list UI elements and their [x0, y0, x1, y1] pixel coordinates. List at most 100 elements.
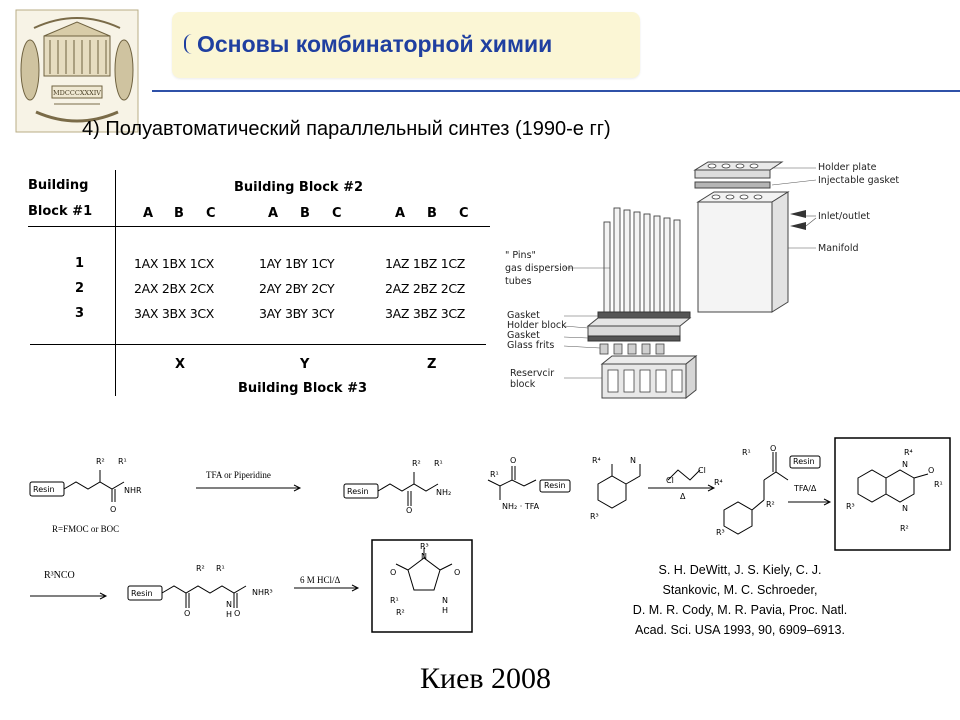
tfa-delta-label: TFA/Δ [794, 484, 817, 493]
n-label: N [902, 460, 908, 469]
r3-label: R³ [846, 502, 855, 511]
r1-label: R¹ [934, 480, 943, 489]
table-cell: 2AY 2BY 2CY [259, 281, 335, 296]
title-bracket-mark [184, 34, 192, 54]
o-label: O [390, 568, 397, 577]
delta-label: Δ [680, 492, 686, 501]
r1-label: R¹ [434, 459, 443, 468]
n-label: N [421, 552, 427, 561]
header-divider [152, 90, 960, 92]
col-letter: A [268, 206, 279, 221]
citation-line: Stankovic, M. C. Schroeder, [662, 583, 818, 597]
r1-label: R¹ [742, 448, 751, 457]
r4-label: R⁴ [714, 478, 723, 487]
n-label: N [630, 456, 636, 465]
r4-label: R⁴ [904, 448, 913, 457]
r1-label: R¹ [118, 457, 127, 466]
r2-label: R² [96, 457, 105, 466]
label-reservoir-2: block [510, 379, 536, 390]
footer-city-year: Киев 2008 [420, 662, 552, 695]
label-inlet-outlet: Inlet/outlet [818, 211, 870, 222]
tfa-piperidine-label: TFA or Piperidine [206, 470, 271, 480]
hcl-reagent-label: 6 M HCl/Δ [300, 575, 341, 585]
label-holder-block: Holder block [507, 320, 567, 331]
label-holder-plate: Holder plate [818, 162, 877, 173]
n-label: N [226, 600, 232, 609]
block3-label: Building Block #3 [238, 381, 368, 396]
col-letter: C [206, 206, 216, 221]
o-label: O [510, 456, 517, 465]
col-letter: A [143, 206, 154, 221]
university-emblem: MDCCCXXXIV [15, 9, 139, 133]
r3-label: R³ [420, 542, 429, 551]
table-cell: 2AX 2BX 2CX [134, 281, 215, 296]
n-label: N [442, 596, 448, 605]
citation-line: D. M. R. Cody, M. R. Pavia, Proc. Natl. [632, 603, 848, 617]
resin-label: Resin [793, 457, 815, 466]
table-cell: 1AX 1BX 1CX [134, 256, 215, 271]
row-index: 2 [75, 281, 85, 296]
label-gasket-1: Gasket [507, 310, 540, 321]
nh2-label: NH₂ [436, 488, 452, 497]
citation: S. H. DeWitt, J. S. Kiely, C. J. Stankov… [590, 560, 890, 640]
col-letter: B [174, 206, 184, 221]
label-pins-1: " Pins" [505, 250, 536, 261]
group-letter: Z [427, 357, 437, 372]
title-box [172, 12, 640, 78]
o-label: O [454, 568, 461, 577]
nhr-label: NHR [124, 486, 142, 495]
r2-label: R² [412, 459, 421, 468]
h-label: H [226, 610, 233, 619]
r2-label: R² [196, 564, 205, 573]
emblem-year: MDCCCXXXIV [53, 89, 101, 97]
resin-label: Resin [544, 481, 566, 490]
col-letter: C [459, 206, 469, 221]
cl-label: Cl [698, 466, 706, 475]
block1-label: Block #1 [28, 204, 93, 219]
col-letter: B [300, 206, 310, 221]
row-index: 3 [75, 306, 85, 321]
group-letter: Y [300, 357, 310, 372]
table-cell: 1AY 1BY 1CY [259, 256, 335, 271]
nhr3-label: NHR³ [252, 588, 273, 597]
h-label: H [442, 606, 449, 615]
table-cell: 1AZ 1BZ 1CZ [385, 256, 466, 271]
label-reservoir-1: Reservcir [510, 368, 555, 379]
row-index: 1 [75, 256, 85, 271]
o-label: O [184, 609, 191, 618]
o-label: O [110, 505, 117, 514]
r4-label: R⁴ [592, 456, 601, 465]
table-vertical-rule [115, 170, 116, 396]
label-injectable-gasket: Injectable gasket [818, 175, 900, 186]
page-title: Основы комбинаторной химии [197, 31, 553, 57]
group-letter: X [175, 357, 186, 372]
resin-label: Resin [33, 485, 55, 494]
n-label: N [902, 504, 908, 513]
r1-label: R¹ [490, 470, 499, 479]
table-header-rule [28, 226, 490, 227]
table-footer-rule [30, 344, 486, 345]
r3-label: R³ [716, 528, 725, 537]
table-cell: 3AZ 3BZ 3CZ [385, 306, 466, 321]
o-label: O [770, 444, 777, 453]
label-gasket-2: Gasket [507, 330, 540, 341]
citation-line: S. H. DeWitt, J. S. Kiely, C. J. [658, 563, 822, 577]
label-glass-frits: Glass frits [507, 340, 555, 351]
label-manifold: Manifold [818, 243, 859, 254]
citation-line: Acad. Sci. USA 1993, 90, 6909–6913. [635, 623, 845, 637]
r2-label: R² [900, 524, 909, 533]
r3nco-label: R³NCO [44, 570, 75, 581]
label-pins-2: gas dispersion [505, 263, 574, 274]
block2-label: Building Block #2 [234, 180, 364, 195]
apparatus-drawing [490, 156, 930, 412]
o-label: O [234, 609, 241, 618]
table-cell: 3AY 3BY 3CY [259, 306, 335, 321]
r-fmoc-label: R=FMOC or BOC [52, 524, 120, 534]
resin-label: Resin [131, 589, 153, 598]
section-subtitle: 4) Полуавтоматический параллельный синте… [82, 118, 611, 140]
col-letter: B [427, 206, 437, 221]
resin-label: Resin [347, 487, 369, 496]
nh2-tfa-label: NH₂ · TFA [502, 502, 540, 511]
r1-label: R¹ [390, 596, 399, 605]
cl-label: Cl [666, 476, 674, 485]
